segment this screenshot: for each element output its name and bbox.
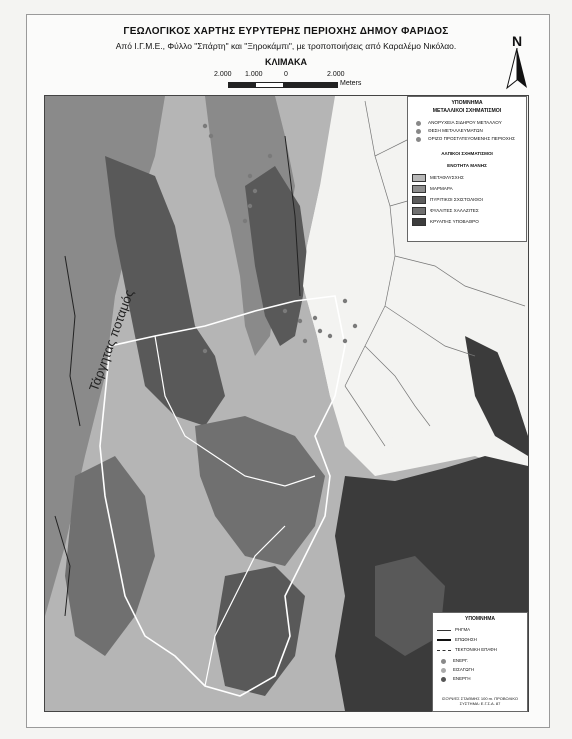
legend-dot xyxy=(416,128,421,134)
legend-structures: ΥΠΟΜΝΗΜΑ ΡΗΓΜΑ ΕΠΩΘΗΣΗ ΤΕΚΤΟΝΙΚΗ ΕΠΑΦΗ Ε… xyxy=(432,612,528,712)
legend-line xyxy=(437,629,451,631)
legend-swatch xyxy=(412,196,426,204)
scale-tick: 1.000 xyxy=(245,71,263,78)
legend-item: ΜΑΡΜΑΡΑ xyxy=(412,185,522,193)
municipality-boundary xyxy=(99,295,346,697)
legend-item: ΕΝΕΡΓΗ xyxy=(437,676,524,682)
legend-dot xyxy=(441,667,446,673)
legend-dot xyxy=(441,658,446,664)
legend-item: ΤΕΚΤΟΝΙΚΗ ΕΠΑΦΗ xyxy=(437,647,524,653)
legend-item-label: ΜΕΤΑΦΛΥΣΧΗΣ xyxy=(430,175,464,180)
legend-item-label: ΟΡΙΖΟ ΠΡΟΣΤΑΤΕΥΟΜΕΝΗΣ ΠΕΡΙΟΧΗΣ xyxy=(428,136,515,141)
legend-section-alluvial: ΑΛΠΙΚΟΙ ΣΧΗΜΑΤΙΣΜΟΙ xyxy=(412,151,522,157)
geo-unit-pyritic-schist xyxy=(215,566,305,696)
geo-unit-phyllite xyxy=(195,416,325,566)
legend-item-label: ΕΙΣΑΓΩΓΗ xyxy=(453,667,475,672)
district-boundary xyxy=(154,335,316,487)
map-title: ΓΕΩΛΟΓΙΚΟΣ ΧΑΡΤΗΣ ΕΥΡΥΤΕΡΗΣ ΠΕΡΙΟΧΗΣ ΔΗΜ… xyxy=(123,26,449,37)
legend-item-label: ΕΝΕΡΓ. xyxy=(453,658,469,663)
legend-item-label: ΘΕΣΗ ΜΕΤΑΛΛΕΥΜΑΤΩΝ xyxy=(428,128,483,133)
legend-section-label: ΑΛΠΙΚΟΙ ΣΧΗΜΑΤΙΣΜΟΙ xyxy=(441,151,493,156)
scale-tick: 2.000 xyxy=(327,71,345,78)
legend-item-label: ΜΑΡΜΑΡΑ xyxy=(430,186,453,191)
legend-item-label: ΕΝΕΡΓΗ xyxy=(453,676,471,681)
legend-note: ΙΣΟΫΨΕΣ ΣΤΑΘΜΗΣ 100 m. ΠΡΟΒΟΛΙΚΟ ΣΥΣΤΗΜΑ… xyxy=(441,696,519,706)
geo-unit-pyritic-schist xyxy=(375,556,445,656)
legend-section-label: ΕΝΟΤΗΤΑ ΜΑΝΗΣ xyxy=(447,163,487,168)
scale-ticks: 2.000 1.000 0 2.000 xyxy=(214,71,364,81)
north-arrow-icon xyxy=(506,47,527,90)
scale-bar xyxy=(228,82,338,88)
legend-item-label: ΠΥΡΙΤΙΚΟΙ ΣΧΙΣΤΟΛΙΘΟΙ xyxy=(430,197,483,202)
district-boundary xyxy=(204,525,286,687)
legend-swatch xyxy=(412,218,426,226)
legend-item: ΚΡΥΑΠΗΣ ΥΠΟΒΑΘΡΟ xyxy=(412,218,522,226)
legend-dot xyxy=(441,676,446,682)
legend-item: ΟΡΙΖΟ ΠΡΟΣΤΑΤΕΥΟΜΕΝΗΣ ΠΕΡΙΟΧΗΣ xyxy=(412,136,522,142)
legend-item: ΘΕΣΗ ΜΕΤΑΛΛΕΥΜΑΤΩΝ xyxy=(412,128,522,134)
legend-swatch xyxy=(412,207,426,215)
legend-item: ΡΗΓΜΑ xyxy=(437,627,524,633)
legend-swatch xyxy=(412,174,426,182)
legend-heading: ΥΠΟΜΝΗΜΑ xyxy=(451,100,483,106)
legend-geology: ΥΠΟΜΝΗΜΑ ΜΕΤΑΛΛΙΚΟΙ ΣΧΗΜΑΤΙΣΜΟΙ ΑΝΟΡΥΧΕΙ… xyxy=(407,96,527,242)
legend-line xyxy=(437,639,451,641)
map-subtitle: Από Ι.Γ.Μ.Ε., Φύλλο "Σπάρτη" και "Ξηροκά… xyxy=(115,41,457,51)
legend-item: ΕΝΕΡΓ. xyxy=(437,658,524,664)
legend-dot xyxy=(416,136,421,142)
legend-item-label: ΕΠΩΘΗΣΗ xyxy=(455,637,477,642)
legend-item-label: ΤΕΚΤΟΝΙΚΗ ΕΠΑΦΗ xyxy=(455,647,497,652)
legend-item: ΜΕΤΑΦΛΥΣΧΗΣ xyxy=(412,174,522,182)
scale-tick: 2.000 xyxy=(214,71,232,78)
geo-unit-basement xyxy=(465,336,528,456)
fault-lines xyxy=(54,135,301,617)
legend-item-label: ΡΗΓΜΑ xyxy=(455,627,471,632)
north-label: N xyxy=(511,33,523,49)
legend-item: ΦΥΛΛΙΤΕΣ ΧΑΛΑΖΙΤΕΣ xyxy=(412,207,522,215)
legend-item: ΕΠΩΘΗΣΗ xyxy=(437,637,524,643)
legend-section-units: ΕΝΟΤΗΤΑ ΜΑΝΗΣ xyxy=(412,163,522,169)
scale-label: ΚΛΙΜΑΚΑ xyxy=(265,57,307,67)
legend-line xyxy=(437,649,451,651)
legend-item-label: ΚΡΥΑΠΗΣ ΥΠΟΒΑΘΡΟ xyxy=(430,219,479,224)
scale-tick: 0 xyxy=(284,71,288,78)
legend-item: ΕΙΣΑΓΩΓΗ xyxy=(437,667,524,673)
well-points xyxy=(202,123,358,354)
legend-item-label: ΦΥΛΛΙΤΕΣ ΧΑΛΑΖΙΤΕΣ xyxy=(430,208,479,213)
legend-dot xyxy=(416,120,421,126)
north-arrow: N xyxy=(503,34,531,94)
legend-item: ΠΥΡΙΤΙΚΟΙ ΣΧΙΣΤΟΛΙΘΟΙ xyxy=(412,196,522,204)
legend-swatch xyxy=(412,185,426,193)
scale-unit: Meters xyxy=(340,80,362,87)
legend-section-mining: ΜΕΤΑΛΛΙΚΟΙ ΣΧΗΜΑΤΙΣΜΟΙ xyxy=(432,108,502,114)
geo-unit-phyllite xyxy=(65,456,155,656)
geo-unit-pyritic-schist xyxy=(105,156,225,426)
legend-heading: ΥΠΟΜΝΗΜΑ xyxy=(465,616,495,622)
geo-unit-pyritic-schist xyxy=(245,166,307,346)
legend-item-label: ΑΝΟΡΥΧΕΙΑ ΣΙΔΗΡΟΥ ΜΕΤΑΛΛΟΥ xyxy=(428,120,502,125)
legend-item: ΑΝΟΡΥΧΕΙΑ ΣΙΔΗΡΟΥ ΜΕΤΑΛΛΟΥ xyxy=(412,120,522,126)
